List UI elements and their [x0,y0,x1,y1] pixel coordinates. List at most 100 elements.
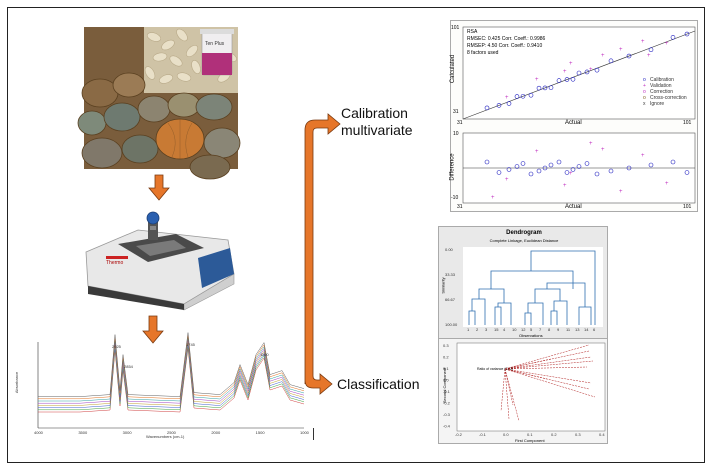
diff-point [648,162,654,168]
diff-validation-point: + [491,195,495,201]
diff-point [584,161,590,166]
legend-marker: o [643,95,646,101]
loading-ytick: -0.4 [443,424,451,429]
validation-point: + [619,47,623,53]
spectrum-xtick: 3000 [123,430,133,435]
spectrum-xtick: 2000 [211,430,221,435]
ftir-instrument: Thermo [78,208,244,311]
dendro-ytick: 33.33 [445,272,456,277]
diff-xlabel: Actual [565,204,582,210]
dendro-xtick: 15 [494,327,499,332]
diff-point [520,161,526,166]
calib-point [594,67,600,73]
legend-entry: Cross-correction [650,95,687,101]
calib-point [584,69,590,75]
diff-validation-point: + [665,181,669,187]
calib-point [520,93,526,99]
branch-arrow-icon [304,113,341,395]
calib-point [608,58,614,64]
loading-vector [504,358,552,370]
calib-xmin: 31 [457,120,463,126]
calib-point [670,35,676,40]
validation-point: + [641,39,645,45]
diff-point [670,159,676,165]
validation-point: + [563,69,567,75]
dendro-ylabel: Similarity [440,277,446,294]
pumpkin-photo: Ten Plus [77,27,241,180]
diff-point [542,165,548,171]
diff-point [506,167,512,172]
dendro-xtick: 11 [566,327,571,332]
dendro-branch [490,270,574,289]
spectrum-peak-label: 1745 [186,342,196,347]
dendro-xtick: 1 [467,327,470,332]
diff-point [536,168,542,174]
legend-marker: o [643,77,646,83]
calib-ymax: 101 [451,25,460,31]
legend-marker: + [643,83,646,89]
loading-ytick: -0.1 [443,389,451,394]
dendro-xtick: 6 [593,327,596,332]
dendro-branch [471,298,486,325]
calib-point [506,101,512,106]
validation-point: + [589,67,593,73]
loading-xtick: -0.2 [455,432,463,437]
diff-point [556,159,562,165]
diff-point [548,162,554,168]
loading-ytick: -0.3 [443,412,451,417]
diff-point [484,159,490,165]
loading-xlabel: First Component [515,438,545,443]
oil-jar-icon [200,29,234,76]
dendro-ytick: 100.00 [445,322,458,327]
legend-entry: Validation [650,83,672,89]
dendro-subtitle: Complete Linkage, Euclidean Distance [489,238,559,243]
spectrum-xtick: 4000 [34,430,44,435]
diff-point [496,170,502,175]
dendro-xtick: 14 [584,327,589,332]
dendro-xtick: 2 [476,327,479,332]
diff-point [626,165,632,171]
calib-point [626,53,632,59]
calib-ymin: 31 [453,109,459,115]
spectrum-peak-label: 1160 [260,352,269,357]
dendro-xtick: 4 [503,327,506,332]
diff-point [684,170,690,175]
loading-vector [504,368,590,390]
dendro-xtick: 12 [521,327,526,332]
spectrum-xtick: 3500 [78,430,88,435]
spectrum-peak-label: 2925 [112,344,122,349]
calib-point [542,85,548,91]
down-arrow-icon [148,174,170,201]
legend-marker: o [643,89,646,95]
diff-validation-point: + [619,189,623,195]
loading-ytick: 0.0 [443,378,449,383]
diff-point [514,164,520,169]
spectrum-trace [38,332,305,397]
calib-point [648,47,654,52]
legend-marker: x [643,101,646,107]
loading-vector [504,368,514,406]
dendro-branch [553,300,568,325]
loading-vector [504,368,596,398]
loading-ylabel: Second Component [442,367,448,404]
loading-vector [504,360,594,370]
diff-point [576,164,582,169]
diff-ylabel: Difference [449,153,456,181]
jar-label: Ten Plus [205,41,225,47]
diff-point [570,167,576,172]
dendro-branch [497,302,512,325]
diff-point [564,170,570,175]
loading-xtick: -0.1 [479,432,487,437]
diff-validation-point: + [505,177,509,183]
validation-point: + [535,77,539,83]
dendro-xtick: 9 [557,327,560,332]
validation-point: + [665,41,669,47]
dendro-branch [530,250,596,325]
loading-xtick: 0.1 [527,432,533,437]
spectrum-xtick: 2500 [167,430,177,435]
calib-point [528,92,534,98]
calib-point [548,85,554,90]
spectrum-peak-label: 2854 [124,364,134,369]
dendro-xtick: 10 [512,327,517,332]
